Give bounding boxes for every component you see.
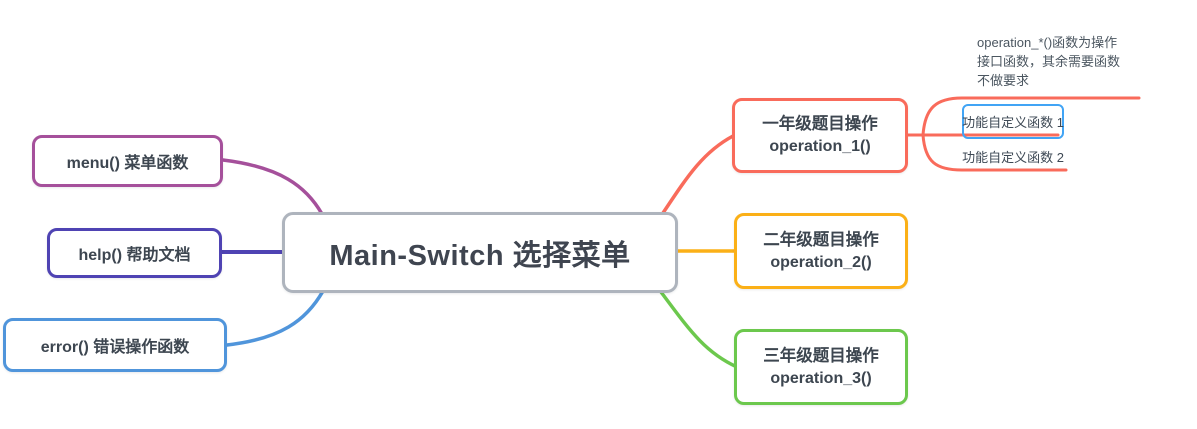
- node-operation-3-title: 三年级题目操作: [763, 346, 879, 365]
- branch-menu: [221, 158, 324, 216]
- root-label: Main-Switch 选择菜单: [329, 239, 631, 272]
- node-operation-1-title: 一年级题目操作: [762, 115, 878, 133]
- node-help-label: help() 帮助文档: [78, 247, 191, 264]
- node-operation-2-subtitle: operation_2(): [770, 253, 872, 271]
- node-help[interactable]: help() 帮助文档: [47, 228, 222, 278]
- subtopic-custom-function-2[interactable]: 功能自定义函数 2: [962, 145, 1064, 167]
- node-operation-2[interactable]: 二年级题目操作 operation_2(): [734, 213, 908, 289]
- node-operation-2-title: 二年级题目操作: [763, 230, 879, 249]
- node-operation-1-subtitle: operation_1(): [769, 138, 871, 155]
- subtopic-custom-function-2-label: 功能自定义函数 2: [962, 149, 1064, 165]
- node-error-label: error() 错误操作函数: [40, 339, 190, 356]
- root-node[interactable]: Main-Switch 选择菜单: [282, 212, 678, 293]
- node-error[interactable]: error() 错误操作函数: [3, 318, 227, 372]
- branch-subtopic2-line: [921, 133, 1068, 172]
- branch-note-line: [921, 96, 1141, 137]
- node-operation-1[interactable]: 一年级题目操作 operation_1(): [732, 98, 908, 173]
- subtopic-custom-function-1-label: 功能自定义函数 1: [962, 115, 1064, 130]
- note-line-1: operation_*()函数为操作: [977, 35, 1118, 50]
- node-menu[interactable]: menu() 菜单函数: [32, 135, 223, 187]
- node-operation-3[interactable]: 三年级题目操作 operation_3(): [734, 329, 908, 405]
- branch-op3: [659, 290, 739, 369]
- branch-error: [225, 289, 325, 347]
- note-line-3: 不做要求: [977, 73, 1030, 88]
- node-menu-label: menu() 菜单函数: [66, 155, 189, 172]
- subtopic-custom-function-1[interactable]: 功能自定义函数 1: [962, 104, 1064, 139]
- node-operation-3-subtitle: operation_3(): [770, 369, 872, 387]
- note-topic[interactable]: operation_*()函数为操作 接口函数，其余需要函数 不做要求: [977, 33, 1149, 90]
- note-line-2: 接口函数，其余需要函数: [977, 54, 1121, 69]
- branch-op1: [661, 134, 735, 215]
